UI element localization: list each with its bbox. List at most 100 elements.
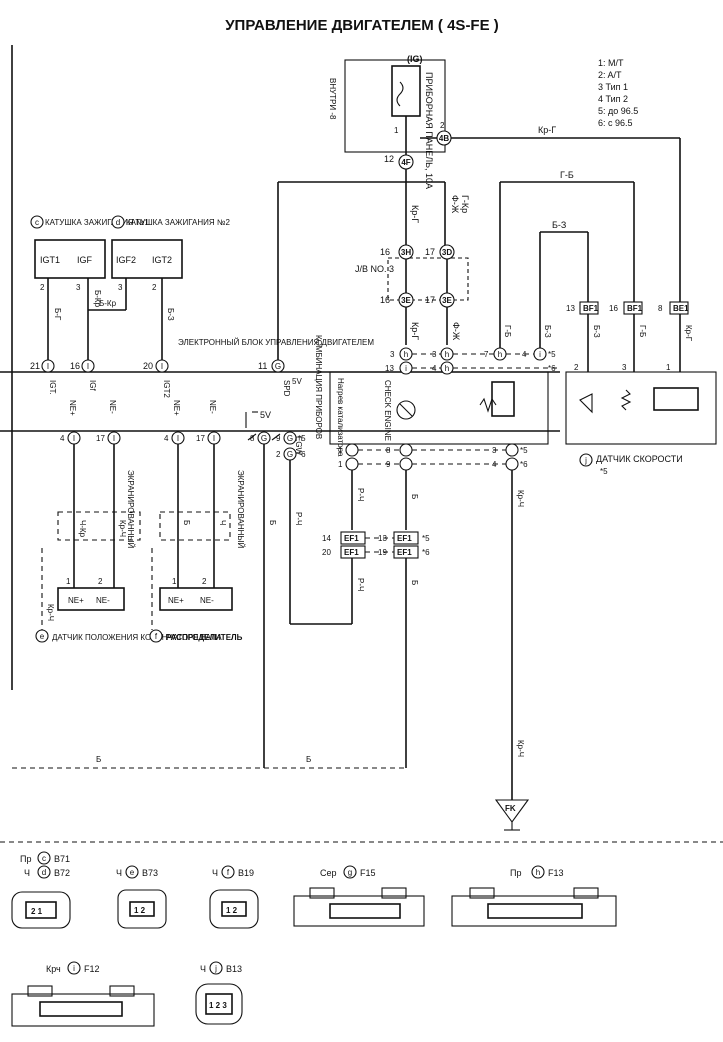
svg-text:BE1: BE1 <box>673 304 689 313</box>
svg-text:16: 16 <box>380 247 390 257</box>
svg-text:Б-З: Б-З <box>592 325 601 338</box>
svg-text:2: 2 <box>152 283 157 292</box>
svg-text:Б-Г: Б-Г <box>53 308 62 321</box>
svg-text:d: d <box>42 868 46 877</box>
svg-text:Ч: Ч <box>212 868 218 878</box>
svg-text:16: 16 <box>380 295 390 305</box>
svg-text:F15: F15 <box>360 868 376 878</box>
svg-text:h: h <box>536 868 540 877</box>
svg-text:4: 4 <box>522 350 527 359</box>
svg-text:Сер: Сер <box>320 868 337 878</box>
legend-item: 6: с 96.5 <box>598 118 633 128</box>
svg-text:Б: Б <box>410 580 419 585</box>
svg-text:g: g <box>348 868 352 877</box>
svg-text:5V: 5V <box>260 410 271 420</box>
svg-text:Г-Кр: Г-Кр <box>460 195 470 213</box>
svg-text:ЭКРАНИРОВАННЫЙ: ЭКРАНИРОВАННЫЙ <box>126 470 135 549</box>
svg-text:20: 20 <box>143 361 153 371</box>
svg-text:4: 4 <box>164 434 169 443</box>
legend-item: 5: до 96.5 <box>598 106 638 116</box>
svg-text:3: 3 <box>492 446 497 455</box>
svg-text:Б: Б <box>410 494 419 499</box>
svg-text:20: 20 <box>322 548 331 557</box>
svg-text:h: h <box>404 350 408 359</box>
fuse-inside-label: ВНУТРИ -8 <box>328 78 337 120</box>
svg-text:Б: Б <box>268 520 277 525</box>
svg-text:Пр: Пр <box>510 868 521 878</box>
svg-text:f: f <box>155 632 158 641</box>
distributor-label: РАСПРЕДЕЛИТЕЛЬ <box>166 633 243 642</box>
svg-text:*5: *5 <box>422 534 430 543</box>
svg-text:2: 2 <box>202 577 207 586</box>
svg-text:d: d <box>116 218 120 227</box>
svg-text:Ч: Ч <box>24 868 30 878</box>
svg-text:17: 17 <box>425 247 435 257</box>
svg-text:Ч: Ч <box>218 520 227 525</box>
svg-text:e: e <box>40 632 45 641</box>
svg-text:3: 3 <box>622 363 627 372</box>
svg-text:Ч: Ч <box>116 868 122 878</box>
svg-text:h: h <box>498 350 502 359</box>
svg-text:Ф-Ж: Ф-Ж <box>451 322 461 341</box>
svg-text:8: 8 <box>658 304 663 313</box>
svg-text:Кр-Г: Кр-Г <box>410 322 420 340</box>
svg-text:B71: B71 <box>54 854 70 864</box>
svg-text:2: 2 <box>276 450 281 459</box>
svg-text:*5: *5 <box>298 434 306 443</box>
svg-text:IGT.: IGT. <box>48 380 57 395</box>
svg-text:19: 19 <box>378 548 387 557</box>
svg-text:16: 16 <box>70 361 80 371</box>
svg-text:h: h <box>445 364 449 373</box>
svg-text:Кр-Ч: Кр-Ч <box>516 740 525 757</box>
svg-text:3D: 3D <box>442 248 452 257</box>
svg-text:c: c <box>35 218 39 227</box>
svg-text:Крч: Крч <box>46 964 61 974</box>
ecu-label: ЭЛЕКТРОННЫЙ БЛОК УПРАВЛЕНИЯ ДВИГАТЕЛЕМ <box>178 338 374 347</box>
svg-text:B19: B19 <box>238 868 254 878</box>
wire-color-label: Кр-Г <box>538 125 556 135</box>
svg-text:BF1: BF1 <box>627 304 643 313</box>
svg-text:4: 4 <box>492 460 497 469</box>
svg-text:4B: 4B <box>439 134 449 143</box>
svg-text:21: 21 <box>30 361 40 371</box>
svg-text:*6: *6 <box>520 460 528 469</box>
svg-text:Ч: Ч <box>200 964 206 974</box>
svg-text:3E: 3E <box>442 296 452 305</box>
svg-text:12: 12 <box>384 154 394 164</box>
svg-text:2: 2 <box>574 363 579 372</box>
svg-text:SPD: SPD <box>282 380 291 397</box>
svg-text:EGW: EGW <box>294 436 303 456</box>
svg-text:13: 13 <box>378 534 387 543</box>
ground-fk: FK Кр-Ч <box>494 740 530 831</box>
svg-text:Р-Ч: Р-Ч <box>356 488 365 501</box>
svg-text:Б-З: Б-З <box>552 220 566 230</box>
svg-text:CHECK ENGINE: CHECK ENGINE <box>383 380 392 441</box>
svg-text:NE-: NE- <box>208 400 217 414</box>
svg-text:Г-Б: Г-Б <box>503 325 512 337</box>
svg-text:Б: Б <box>306 755 311 764</box>
svg-text:Б-З: Б-З <box>543 325 552 338</box>
svg-text:Кр-Ч: Кр-Ч <box>516 490 525 507</box>
svg-text:Б: Б <box>96 755 101 764</box>
svg-text:Нагрев катализатора: Нагрев катализатора <box>336 378 345 457</box>
svg-text:G: G <box>275 362 281 371</box>
svg-text:Кр-Г: Кр-Г <box>684 325 693 342</box>
svg-text:3: 3 <box>76 283 81 292</box>
svg-text:4F: 4F <box>401 158 410 167</box>
svg-text:IGF2: IGF2 <box>116 255 136 265</box>
svg-text:17: 17 <box>96 434 105 443</box>
svg-text:3: 3 <box>390 350 395 359</box>
svg-text:EF1: EF1 <box>397 534 412 543</box>
instrument-cluster: КОМБИНАЦИЯ ПРИБОРОВ Нагрев катализатора … <box>314 335 549 457</box>
svg-text:i: i <box>73 964 75 973</box>
svg-text:I: I <box>213 434 215 443</box>
svg-text:1: 1 <box>394 126 399 135</box>
svg-text:B72: B72 <box>54 868 70 878</box>
